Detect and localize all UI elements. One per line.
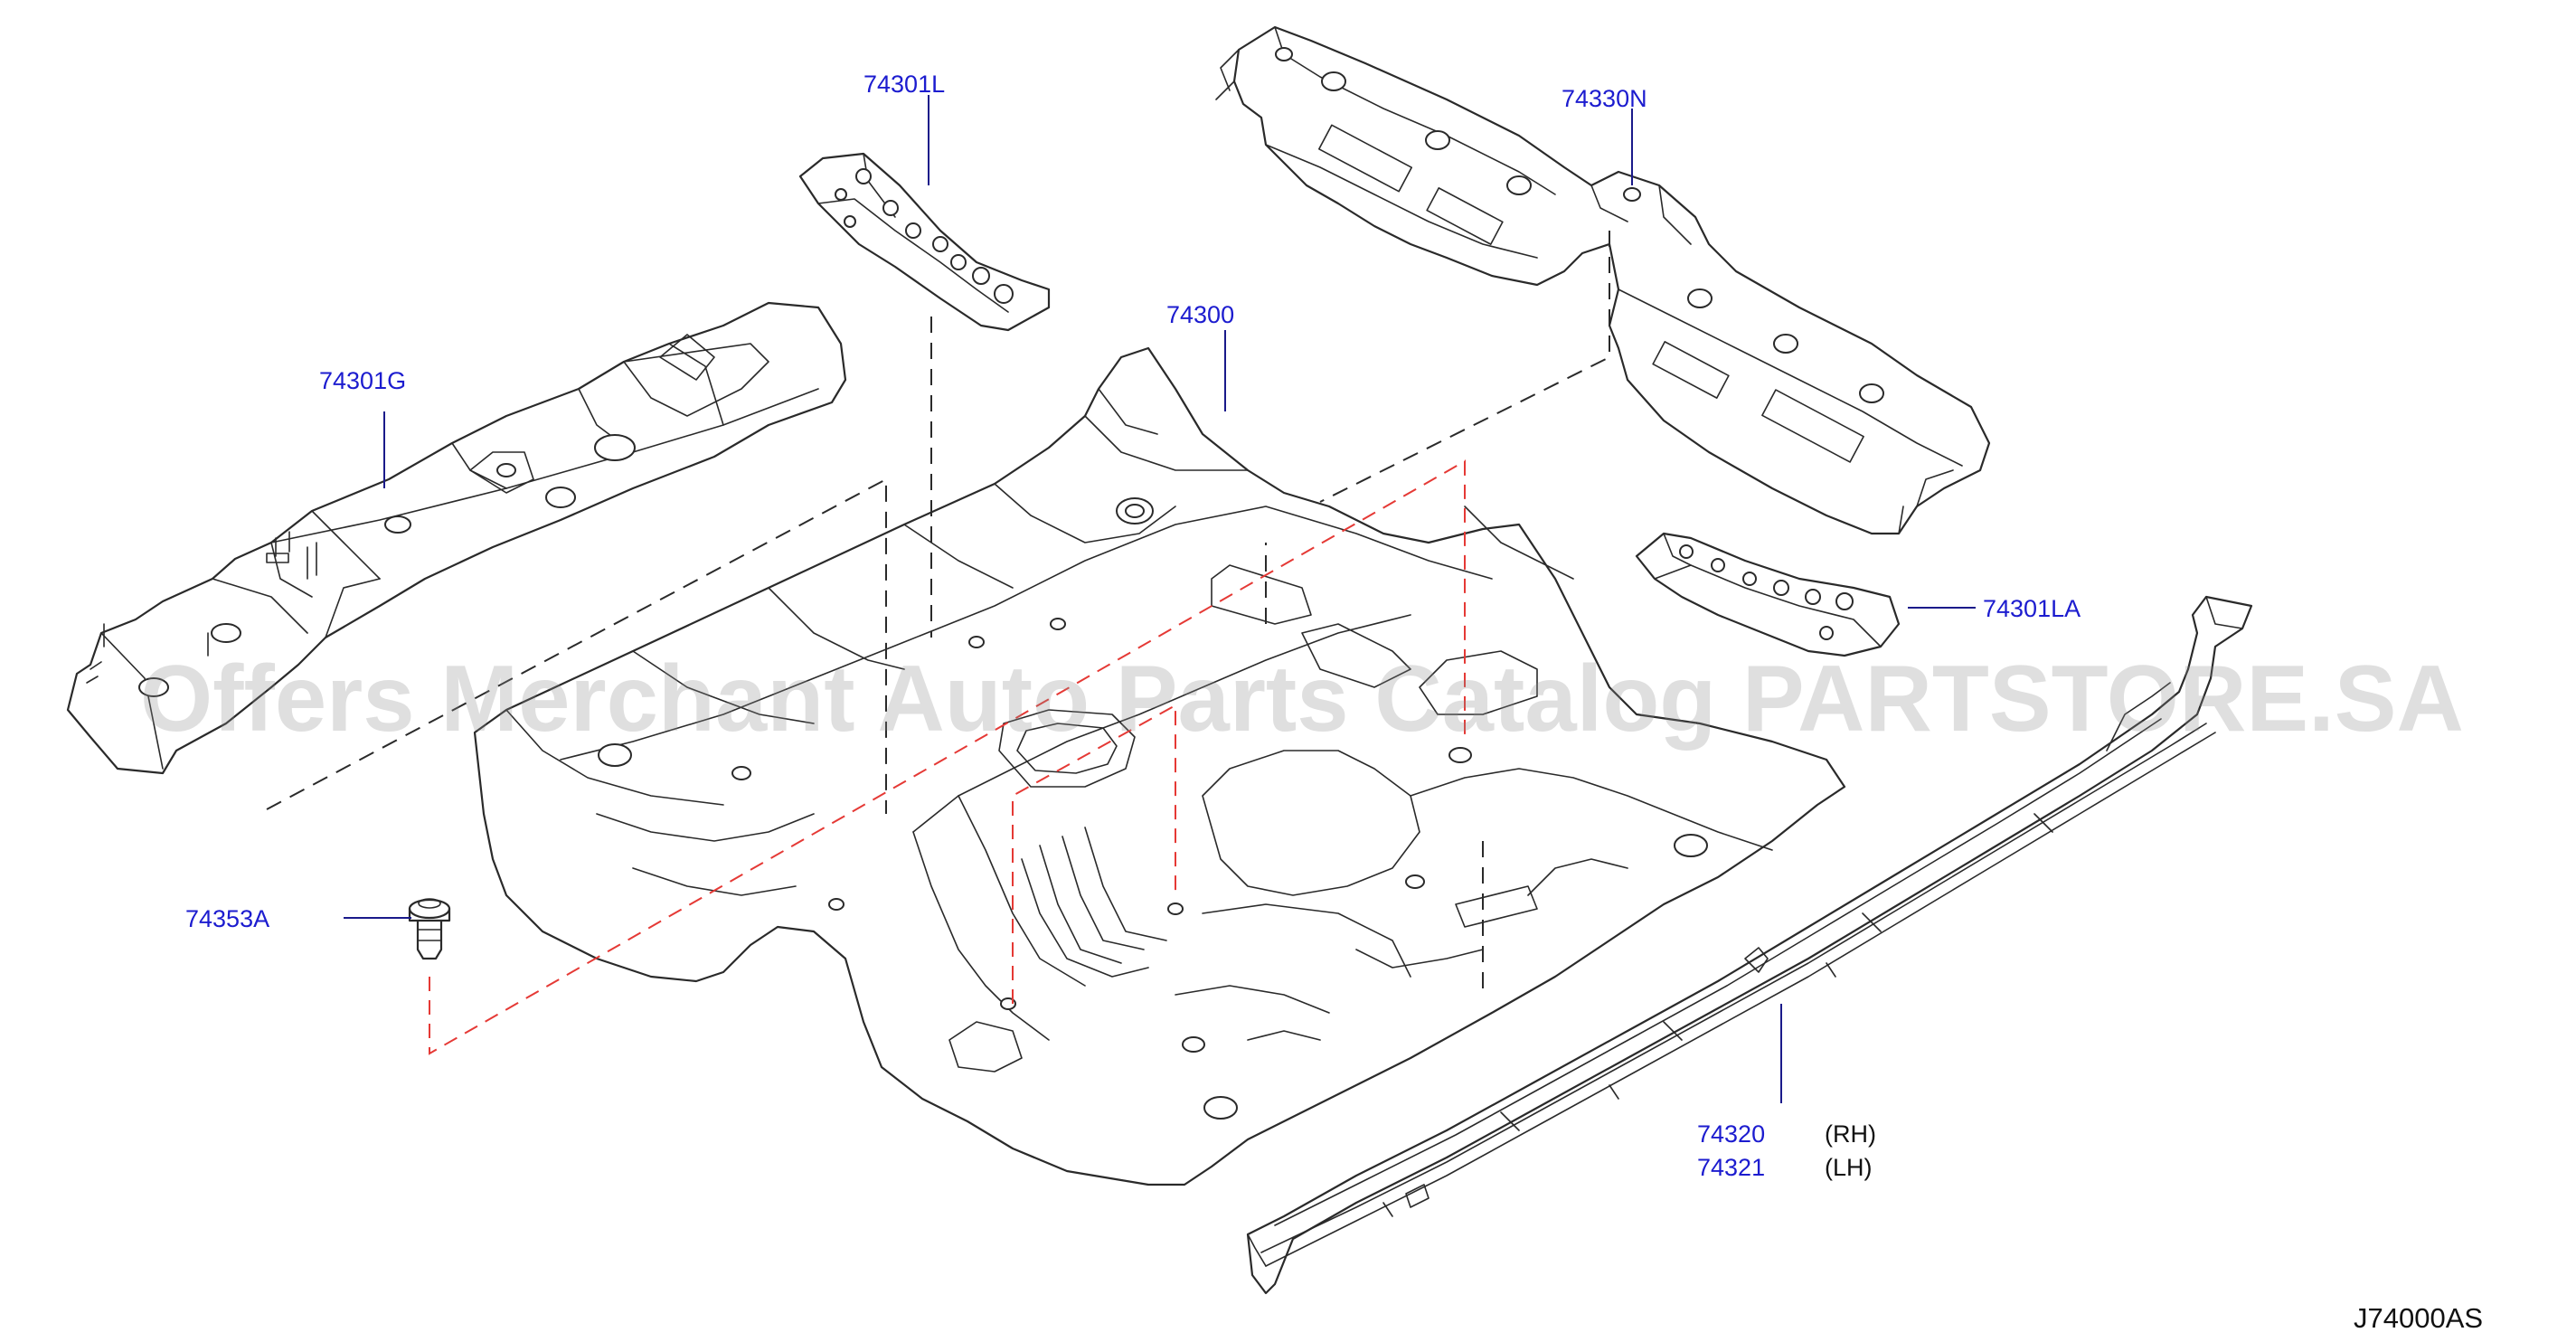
part-74353a-drawing (408, 898, 451, 960)
callout-74301g[interactable]: 74301G (319, 367, 406, 394)
side-label-lh: (LH) (1825, 1154, 1873, 1181)
diagram-code: J74000AS (2354, 1302, 2483, 1334)
part-74301l-drawing (798, 152, 1051, 332)
leader-lines (344, 95, 1976, 1103)
callouts: 74301L 74330N 74300 74301G 74301LA 74353… (185, 71, 2081, 1181)
part-74330n-drawing (1215, 25, 1991, 535)
callout-74353a[interactable]: 74353A (185, 905, 269, 932)
callout-74301la[interactable]: 74301LA (1983, 595, 2081, 622)
part-74301g-drawing (66, 301, 847, 775)
part-74301la-drawing (1635, 532, 1901, 657)
watermark: Offers Merchant Auto Parts Catalog PARTS… (140, 647, 2464, 751)
callout-74330n[interactable]: 74330N (1562, 85, 1647, 112)
alignment-lines (266, 231, 1610, 1055)
callout-74320[interactable]: 74320 (1697, 1120, 1765, 1148)
callout-74300[interactable]: 74300 (1166, 301, 1234, 328)
part-74320-drawing (1246, 595, 2253, 1295)
callout-74301l[interactable]: 74301L (863, 71, 945, 98)
part-74300-drawing (473, 346, 1846, 1186)
side-label-rh: (RH) (1825, 1120, 1876, 1148)
callout-74321[interactable]: 74321 (1697, 1154, 1765, 1181)
